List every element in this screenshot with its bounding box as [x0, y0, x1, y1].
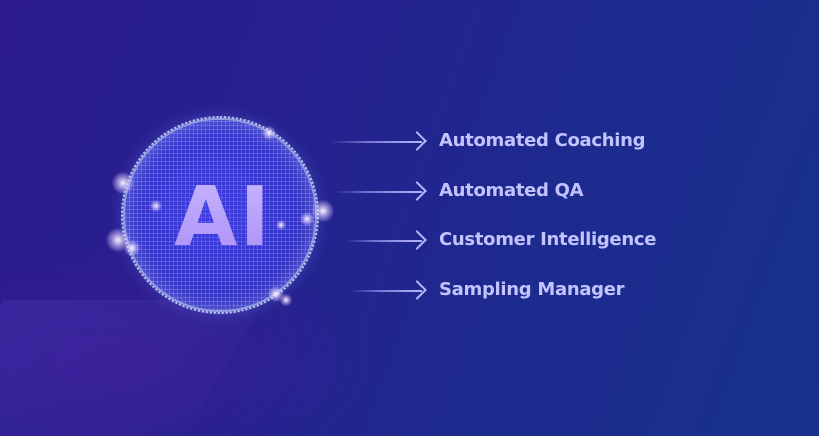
feature-item-automated-qa: Automated QA	[335, 180, 584, 204]
feature-label: Automated Coaching	[439, 130, 646, 151]
sparkle-icon	[276, 220, 286, 230]
feature-label: Customer Intelligence	[439, 229, 657, 250]
arrow-right-icon	[335, 180, 427, 204]
sparkle-icon	[300, 212, 314, 226]
feature-item-customer-intelligence: Customer Intelligence	[345, 229, 656, 253]
sparkle-icon	[262, 126, 276, 140]
sparkle-icon	[112, 172, 134, 194]
feature-label: Sampling Manager	[439, 279, 625, 300]
sparkle-icon	[312, 200, 334, 222]
sparkle-icon	[124, 240, 140, 256]
arrow-right-icon	[345, 229, 427, 253]
feature-label: Automated QA	[439, 180, 584, 201]
sparkle-icon	[150, 200, 162, 212]
sparkle-icon	[280, 294, 292, 306]
feature-item-automated-coaching: Automated Coaching	[330, 130, 646, 154]
arrow-right-icon	[350, 279, 427, 303]
feature-item-sampling-manager: Sampling Manager	[350, 279, 625, 303]
ai-badge-text: AI	[168, 168, 278, 268]
arrow-right-icon	[330, 130, 427, 154]
